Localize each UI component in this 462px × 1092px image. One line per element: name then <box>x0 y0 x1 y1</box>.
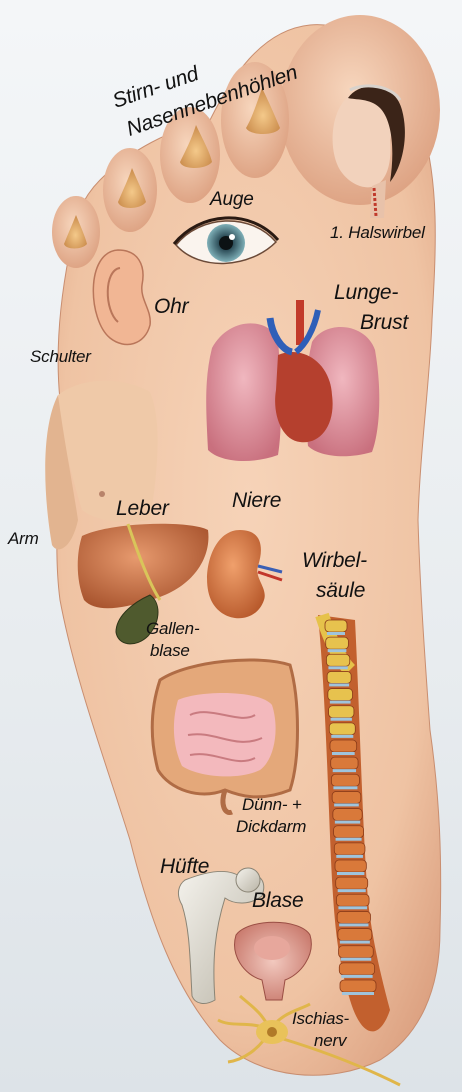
vertebra <box>331 774 359 786</box>
vertebra <box>336 877 368 889</box>
vertebra <box>336 894 369 906</box>
label-intestine-1: Dünn- + <box>242 796 302 813</box>
vertebra <box>335 860 366 872</box>
vertebra <box>327 671 351 683</box>
label-spine-1: Wirbel- <box>302 550 367 571</box>
vertebra <box>331 757 358 769</box>
vertebra <box>340 980 376 992</box>
intervertebral-disc <box>339 923 368 926</box>
label-bladder: Blase <box>252 890 304 911</box>
vertebra <box>325 620 347 632</box>
intervertebral-disc <box>338 889 366 892</box>
vertebra <box>329 723 355 735</box>
intervertebral-disc <box>330 701 351 704</box>
vertebra <box>330 740 357 752</box>
label-sciatic-2: nerv <box>314 1032 346 1049</box>
intervertebral-disc <box>333 786 357 789</box>
label-shoulder: Schulter <box>30 348 91 365</box>
vertebra <box>339 946 374 958</box>
vertebra <box>334 843 365 855</box>
intervertebral-disc <box>334 803 359 806</box>
intervertebral-disc <box>333 769 356 772</box>
intervertebral-disc <box>329 683 349 686</box>
vertebra <box>339 963 374 975</box>
intervertebral-disc <box>336 855 363 858</box>
intervertebral-disc <box>331 735 353 738</box>
vertebra <box>334 826 364 838</box>
label-gall-2: blase <box>150 642 190 659</box>
label-sciatic-1: Ischias- <box>292 1010 349 1027</box>
intervertebral-disc <box>341 958 372 961</box>
intervertebral-disc <box>341 975 372 978</box>
label-gall-1: Gallen- <box>146 620 199 637</box>
label-neck: 1. Halswirbel <box>330 224 425 241</box>
intervertebral-disc <box>340 941 370 944</box>
vertebra <box>329 706 354 718</box>
vertebra <box>332 791 361 803</box>
intervertebral-disc <box>338 906 367 909</box>
intervertebral-disc <box>335 821 360 824</box>
label-arm: Arm <box>8 530 39 547</box>
label-liver: Leber <box>116 498 169 519</box>
vertebra <box>326 637 349 649</box>
label-ear: Ohr <box>154 296 188 317</box>
intervertebral-disc <box>336 838 362 841</box>
vertebra <box>337 911 370 923</box>
intervertebral-disc <box>337 872 364 875</box>
label-hip: Hüfte <box>160 856 209 877</box>
label-lung-1: Lunge- <box>334 282 398 303</box>
vertebra <box>333 809 362 821</box>
intervertebral-disc <box>332 752 355 755</box>
label-intestine-2: Dickdarm <box>236 818 306 835</box>
label-kidney: Niere <box>232 490 281 511</box>
intervertebral-disc <box>331 718 352 721</box>
intervertebral-disc <box>328 666 347 669</box>
vertebra <box>328 689 353 701</box>
label-eye: Auge <box>210 190 254 209</box>
intervertebral-disc <box>342 992 374 995</box>
intervertebral-disc <box>327 632 345 635</box>
vertebra <box>338 929 372 941</box>
intervertebral-disc <box>328 649 347 652</box>
label-spine-2: säule <box>316 580 365 601</box>
label-lung-2: Brust <box>360 312 408 333</box>
vertebra <box>326 654 349 666</box>
